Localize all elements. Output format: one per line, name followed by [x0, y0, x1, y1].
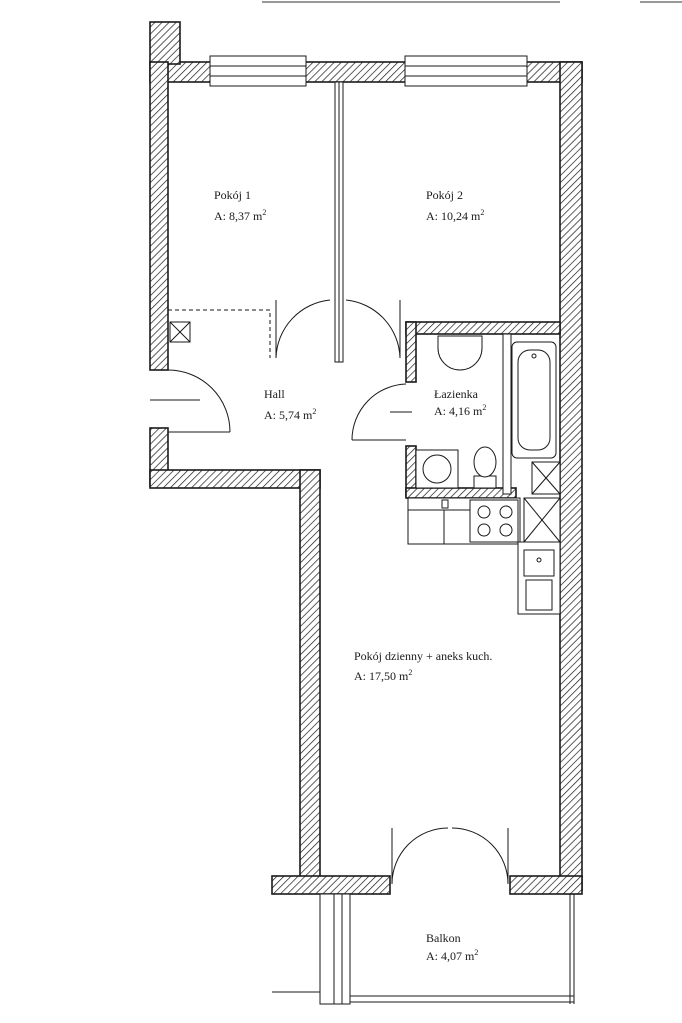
interior-walls: [168, 81, 561, 499]
room-name: Hall: [264, 387, 285, 401]
room-name: Łazienka: [434, 387, 479, 401]
fixtures: [169, 321, 561, 615]
room-label-balkon: Balkon A: 4,07 m2: [426, 931, 478, 963]
balcony-structure: [272, 893, 575, 1005]
area-unit-superscript: 2: [262, 208, 266, 217]
svg-text:A: 10,24 m2: A: 10,24 m2: [426, 208, 484, 223]
area-unit-superscript: 2: [474, 948, 478, 957]
svg-text:A: 8,37 m2: A: 8,37 m2: [214, 208, 266, 223]
room-area: A: 10,24 m: [426, 209, 481, 223]
room-name: Pokój 2: [426, 188, 463, 202]
svg-text:A: 4,07 m2: A: 4,07 m2: [426, 948, 478, 963]
room-label-lazienka: Łazienka A: 4,16 m2: [434, 387, 486, 418]
room-label-hall: Hall A: 5,74 m2: [264, 387, 316, 422]
room-name: Balkon: [426, 931, 461, 945]
room-area: A: 4,07 m: [426, 949, 475, 963]
exterior-walls: [149, 21, 583, 895]
room-area: A: 5,74 m: [264, 408, 313, 422]
doors: [150, 299, 509, 885]
windows: [209, 55, 528, 87]
area-unit-superscript: 2: [480, 208, 484, 217]
room-label-pokoj-dzienny: Pokój dzienny + aneks kuch. A: 17,50 m2: [354, 649, 492, 683]
room-area: A: 8,37 m: [214, 209, 263, 223]
svg-text:A: 5,74 m2: A: 5,74 m2: [264, 407, 316, 422]
room-label-pokoj2: Pokój 2 A: 10,24 m2: [426, 188, 484, 223]
room-name: Pokój 1: [214, 188, 251, 202]
area-unit-superscript: 2: [408, 668, 412, 677]
room-label-pokoj1: Pokój 1 A: 8,37 m2: [214, 188, 266, 223]
svg-text:A: 4,16 m2: A: 4,16 m2: [434, 403, 486, 418]
room-area: A: 4,16 m: [434, 404, 483, 418]
area-unit-superscript: 2: [312, 407, 316, 416]
area-unit-superscript: 2: [482, 403, 486, 412]
room-area: A: 17,50 m: [354, 669, 409, 683]
room-name: Pokój dzienny + aneks kuch.: [354, 649, 492, 663]
svg-text:A: 17,50 m2: A: 17,50 m2: [354, 668, 412, 683]
